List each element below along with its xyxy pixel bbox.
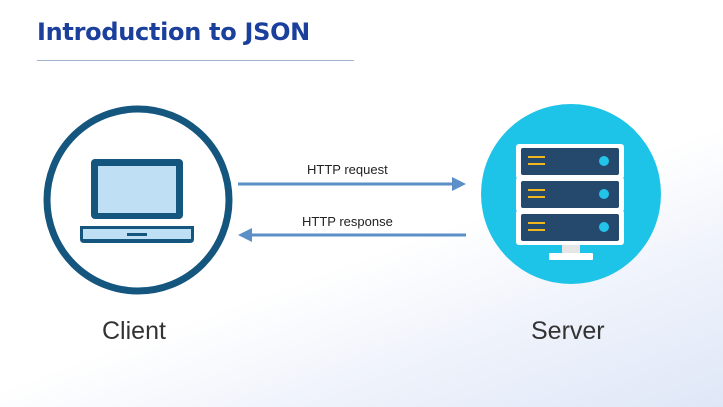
page-title: Introduction to JSON: [37, 18, 310, 46]
http-request-arrow: [238, 177, 466, 191]
laptop-icon: [43, 105, 233, 295]
title-divider: [37, 60, 354, 61]
http-request-label: HTTP request: [307, 162, 388, 177]
client-label: Client: [102, 317, 166, 345]
http-response-arrow: [238, 228, 466, 242]
server-label: Server: [531, 317, 605, 345]
http-response-label: HTTP response: [302, 214, 393, 229]
server-rack-icon: [481, 104, 661, 284]
